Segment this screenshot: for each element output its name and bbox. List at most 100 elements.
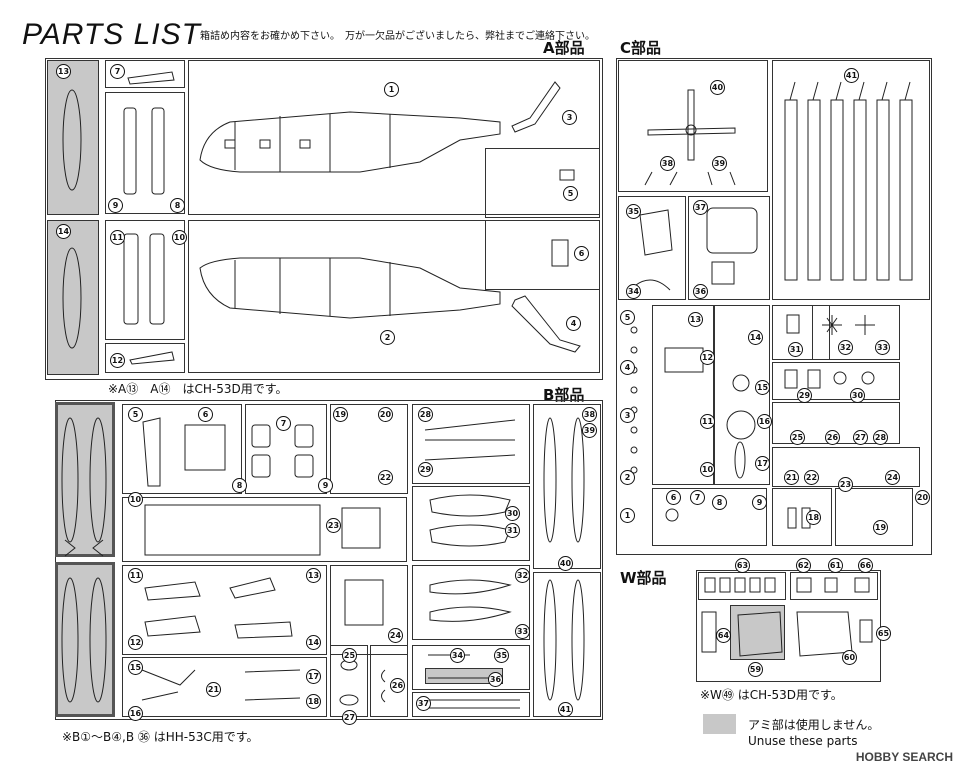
part-number-w-66: 66 <box>858 558 873 573</box>
sprue-a-box-fuselage-1 <box>188 60 600 215</box>
sprue-b-box-11-14 <box>122 565 327 655</box>
part-number-b-8: 8 <box>232 478 247 493</box>
sprue-b-box-34-36 <box>412 645 530 690</box>
section-a-label: A部品 <box>543 39 585 57</box>
part-number-c-35: 35 <box>626 204 641 219</box>
part-number-c-28: 28 <box>873 430 888 445</box>
part-number-a-8: 8 <box>170 198 185 213</box>
sprue-c-frame <box>616 58 932 555</box>
part-number-b-23: 23 <box>326 518 341 533</box>
part-number-c-33: 33 <box>875 340 890 355</box>
part-number-c-16: 16 <box>757 414 772 429</box>
part-number-b-14: 14 <box>306 635 321 650</box>
part-number-b-16: 16 <box>128 706 143 721</box>
legend-swatch <box>703 714 736 734</box>
part-number-c-14: 14 <box>748 330 763 345</box>
part-number-c-26: 26 <box>825 430 840 445</box>
part-number-c-30: 30 <box>850 388 865 403</box>
part-number-b-37: 37 <box>416 696 431 711</box>
part-number-c-36: 36 <box>693 284 708 299</box>
part-number-b-36: 36 <box>488 672 503 687</box>
sprue-c-box-19 <box>835 488 913 546</box>
sprue-b-box-5-6 <box>122 404 242 494</box>
sprue-c-box-29 <box>772 362 900 400</box>
section-w-label: W部品 <box>620 569 667 587</box>
sprue-c-box-37 <box>688 196 770 300</box>
part-number-b-32: 32 <box>515 568 530 583</box>
part-number-b-35: 35 <box>494 648 509 663</box>
part-number-b-6: 6 <box>198 407 213 422</box>
part-number-b-39: 39 <box>582 423 597 438</box>
part-number-c-24: 24 <box>885 470 900 485</box>
part-number-w-60: 60 <box>842 650 857 665</box>
sprue-a-box-9-8 <box>105 92 185 214</box>
part-number-c-3: 3 <box>620 408 635 423</box>
sprue-b-box-37 <box>412 692 530 717</box>
part-number-b-18: 18 <box>306 694 321 709</box>
sprue-b-box-19-22 <box>330 404 408 494</box>
part-number-c-41: 41 <box>844 68 859 83</box>
part-number-b-26: 26 <box>390 678 405 693</box>
sprue-c-box-6-9 <box>652 488 767 546</box>
part-number-c-17: 17 <box>755 456 770 471</box>
part-number-c-10: 10 <box>700 462 715 477</box>
part-number-a-12: 12 <box>110 353 125 368</box>
sprue-b-box-15-18 <box>122 657 327 717</box>
part-number-c-13: 13 <box>688 312 703 327</box>
part-number-c-40: 40 <box>710 80 725 95</box>
sprue-c-box-13 <box>652 305 714 485</box>
part-number-b-13: 13 <box>306 568 321 583</box>
sprue-c-box-32 <box>812 305 900 360</box>
part-number-w-63: 63 <box>735 558 750 573</box>
sprue-c-box-31 <box>772 305 830 360</box>
part-number-w-59: 59 <box>748 662 763 677</box>
part-number-w-65: 65 <box>876 626 891 641</box>
sprue-a-frame <box>45 58 603 380</box>
sprue-b-frame <box>55 400 603 720</box>
part-number-b-29: 29 <box>418 462 433 477</box>
part-number-c-20: 20 <box>915 490 930 505</box>
part-number-c-7: 7 <box>690 490 705 505</box>
page-title: PARTS LIST <box>22 18 201 51</box>
part-number-c-37: 37 <box>693 200 708 215</box>
part-number-c-4: 4 <box>620 360 635 375</box>
part-number-c-32: 32 <box>838 340 853 355</box>
sprue-w-note: ※W㊾ はCH-53D用です。 <box>700 688 843 702</box>
sprue-b-box-32-33 <box>412 565 530 640</box>
part-number-c-27: 27 <box>853 430 868 445</box>
sprue-b-note: ※B①〜B④,B ㊱ はHH-53C用です。 <box>62 730 259 744</box>
sprue-b-box-24 <box>330 565 408 655</box>
part-number-b-15: 15 <box>128 660 143 675</box>
part-number-b-25: 25 <box>342 648 357 663</box>
part-number-c-2: 2 <box>620 470 635 485</box>
part-number-c-34: 34 <box>626 284 641 299</box>
part-number-c-39: 39 <box>712 156 727 171</box>
part-number-a-10: 10 <box>172 230 187 245</box>
part-number-c-22: 22 <box>804 470 819 485</box>
part-number-b-19: 19 <box>333 407 348 422</box>
legend-jp-text: アミ部は使用しません。 <box>748 718 880 732</box>
part-number-c-31: 31 <box>788 342 803 357</box>
sprue-w-gray-part-59 <box>730 605 785 660</box>
part-number-c-25: 25 <box>790 430 805 445</box>
sprue-a-box-fuselage-2 <box>188 220 600 373</box>
sprue-a-note: ※A⑬ A⑭ はCH-53D用です。 <box>108 382 288 396</box>
sprue-c-box-35 <box>618 196 686 300</box>
part-number-b-33: 33 <box>515 624 530 639</box>
part-number-b-27: 27 <box>342 710 357 725</box>
watermark-logo: HOBBY SEARCH <box>855 750 953 764</box>
part-number-c-8: 8 <box>712 495 727 510</box>
part-number-w-64: 64 <box>716 628 731 643</box>
part-number-c-29: 29 <box>797 388 812 403</box>
part-number-a-14: 14 <box>56 224 71 239</box>
sprue-c-box-blades <box>772 60 930 300</box>
section-b-label: B部品 <box>543 386 585 404</box>
part-number-c-18: 18 <box>806 510 821 525</box>
sprue-a-box-5 <box>485 148 600 218</box>
part-number-c-21: 21 <box>784 470 799 485</box>
part-number-a-6: 6 <box>574 246 589 261</box>
part-number-b-10: 10 <box>128 492 143 507</box>
part-number-b-31: 31 <box>505 523 520 538</box>
legend-en-text: Unuse these parts <box>748 734 858 748</box>
part-number-b-34: 34 <box>450 648 465 663</box>
